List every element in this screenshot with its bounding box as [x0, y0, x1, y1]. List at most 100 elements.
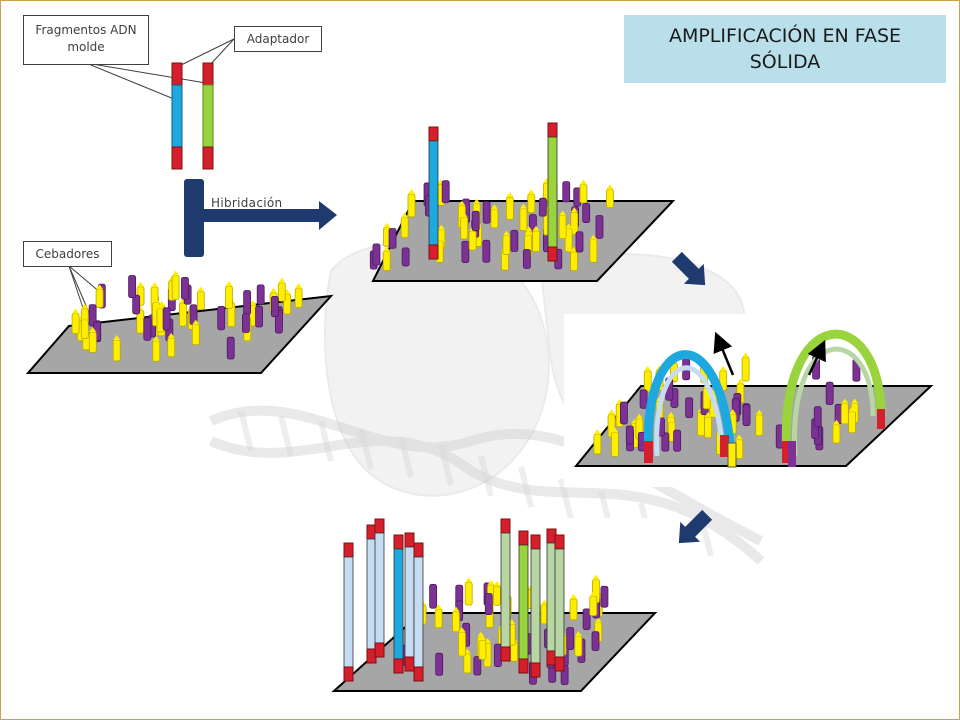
adapter-segment: [554, 656, 565, 672]
primer-purple: [128, 275, 136, 299]
primer-yellow: [382, 250, 391, 271]
primer-yellow: [848, 411, 856, 434]
primer-yellow: [191, 324, 200, 346]
primer-purple: [461, 240, 470, 263]
primer-yellow: [171, 275, 180, 300]
adapter-segment: [782, 441, 791, 463]
cluster-copy-green: [554, 548, 565, 658]
primer-yellow: [460, 216, 469, 240]
primer-purple: [582, 203, 591, 223]
primer-yellow: [558, 214, 567, 240]
primer-purple: [522, 249, 531, 269]
primer-purple: [661, 432, 670, 452]
primer-yellow: [80, 319, 89, 339]
primer-yellow: [527, 193, 536, 214]
primer-yellow: [727, 442, 737, 468]
primer-purple: [270, 295, 279, 318]
adapter-segment: [518, 658, 529, 674]
primer-purple: [226, 336, 235, 360]
adapter-segment: [530, 534, 541, 550]
cluster-copy-green: [530, 548, 541, 664]
adapter-segment: [393, 534, 404, 550]
template-fragment-blue: [171, 62, 183, 170]
primer-purple: [673, 429, 682, 452]
adapter-segment: [500, 518, 511, 534]
adapter-segment: [413, 542, 424, 558]
hybridization-arrow: [184, 179, 337, 257]
bridge-strand-blue: [643, 350, 736, 457]
adapter-segment: [547, 246, 558, 262]
adapter-segment: [428, 126, 439, 142]
primer-purple: [441, 180, 450, 204]
primer-purple: [88, 304, 97, 327]
cluster-copy-blue: [404, 546, 415, 658]
primer-yellow: [741, 357, 750, 382]
primer-yellow: [606, 188, 614, 209]
primer-yellow: [532, 230, 540, 253]
primer-yellow: [832, 424, 841, 444]
primer-yellow: [755, 414, 764, 437]
primer-yellow: [589, 595, 598, 617]
primer-yellow: [294, 287, 303, 308]
primer-yellow: [225, 285, 233, 309]
primer-yellow: [574, 635, 583, 657]
adapter-segment: [343, 542, 354, 558]
primer-yellow: [179, 302, 187, 327]
primer-yellow: [277, 282, 286, 302]
primer-yellow: [71, 313, 80, 335]
primer-yellow: [478, 639, 487, 660]
adapter-segment: [428, 244, 439, 260]
primer-surface: [25, 270, 334, 374]
adapter-segment: [343, 666, 354, 682]
adapter-segment: [404, 656, 415, 672]
primer-purple: [591, 631, 600, 652]
primer-purple: [482, 239, 491, 263]
primer-yellow: [589, 239, 598, 263]
primer-yellow: [570, 251, 578, 272]
adapter-segment: [413, 666, 424, 682]
primer-yellow: [112, 339, 121, 362]
adapter-segment: [877, 409, 885, 429]
flow-arrow-1: [671, 251, 706, 286]
adapter-segment: [720, 435, 729, 457]
bridge-strand-green: [781, 329, 886, 457]
primer-yellow: [407, 193, 416, 218]
adapter-segment: [518, 530, 529, 546]
primer-purple: [372, 243, 381, 266]
primer-yellow: [95, 288, 104, 308]
primer-yellow: [490, 208, 499, 229]
adapter-segment: [500, 646, 511, 662]
primer-yellow: [579, 184, 588, 204]
primer-purple: [813, 406, 822, 428]
primer-yellow: [196, 291, 205, 311]
adapter-segment: [374, 642, 385, 658]
hybridized-strand-blue: [428, 140, 439, 246]
fragments-label: Fragmentos ADN molde: [23, 15, 149, 65]
primer-purple: [435, 652, 444, 676]
extension-arrow: [807, 339, 826, 376]
primer-purple: [243, 290, 252, 315]
primer-purple: [388, 228, 397, 249]
adapter-segment: [554, 534, 565, 550]
primer-purple: [639, 389, 648, 409]
bridge-amplification-surface: [573, 329, 934, 468]
primer-purple: [595, 215, 604, 239]
primer-purple: [575, 231, 584, 253]
primer-yellow: [840, 403, 849, 425]
primer-purple: [242, 313, 250, 333]
primer-purple: [494, 643, 502, 667]
cluster-copy-green: [500, 532, 511, 648]
adapter-segment: [530, 662, 541, 678]
primer-yellow: [643, 370, 652, 393]
primer-yellow: [152, 340, 161, 362]
extension-arrow: [713, 331, 735, 376]
primer-purple: [625, 425, 634, 445]
primer-purple: [582, 608, 591, 630]
primer-purple: [685, 397, 694, 419]
primer-yellow: [519, 208, 528, 231]
primer-yellow: [593, 433, 602, 455]
adapter-segment: [404, 532, 415, 548]
primers-label: Cebadores: [23, 241, 112, 267]
